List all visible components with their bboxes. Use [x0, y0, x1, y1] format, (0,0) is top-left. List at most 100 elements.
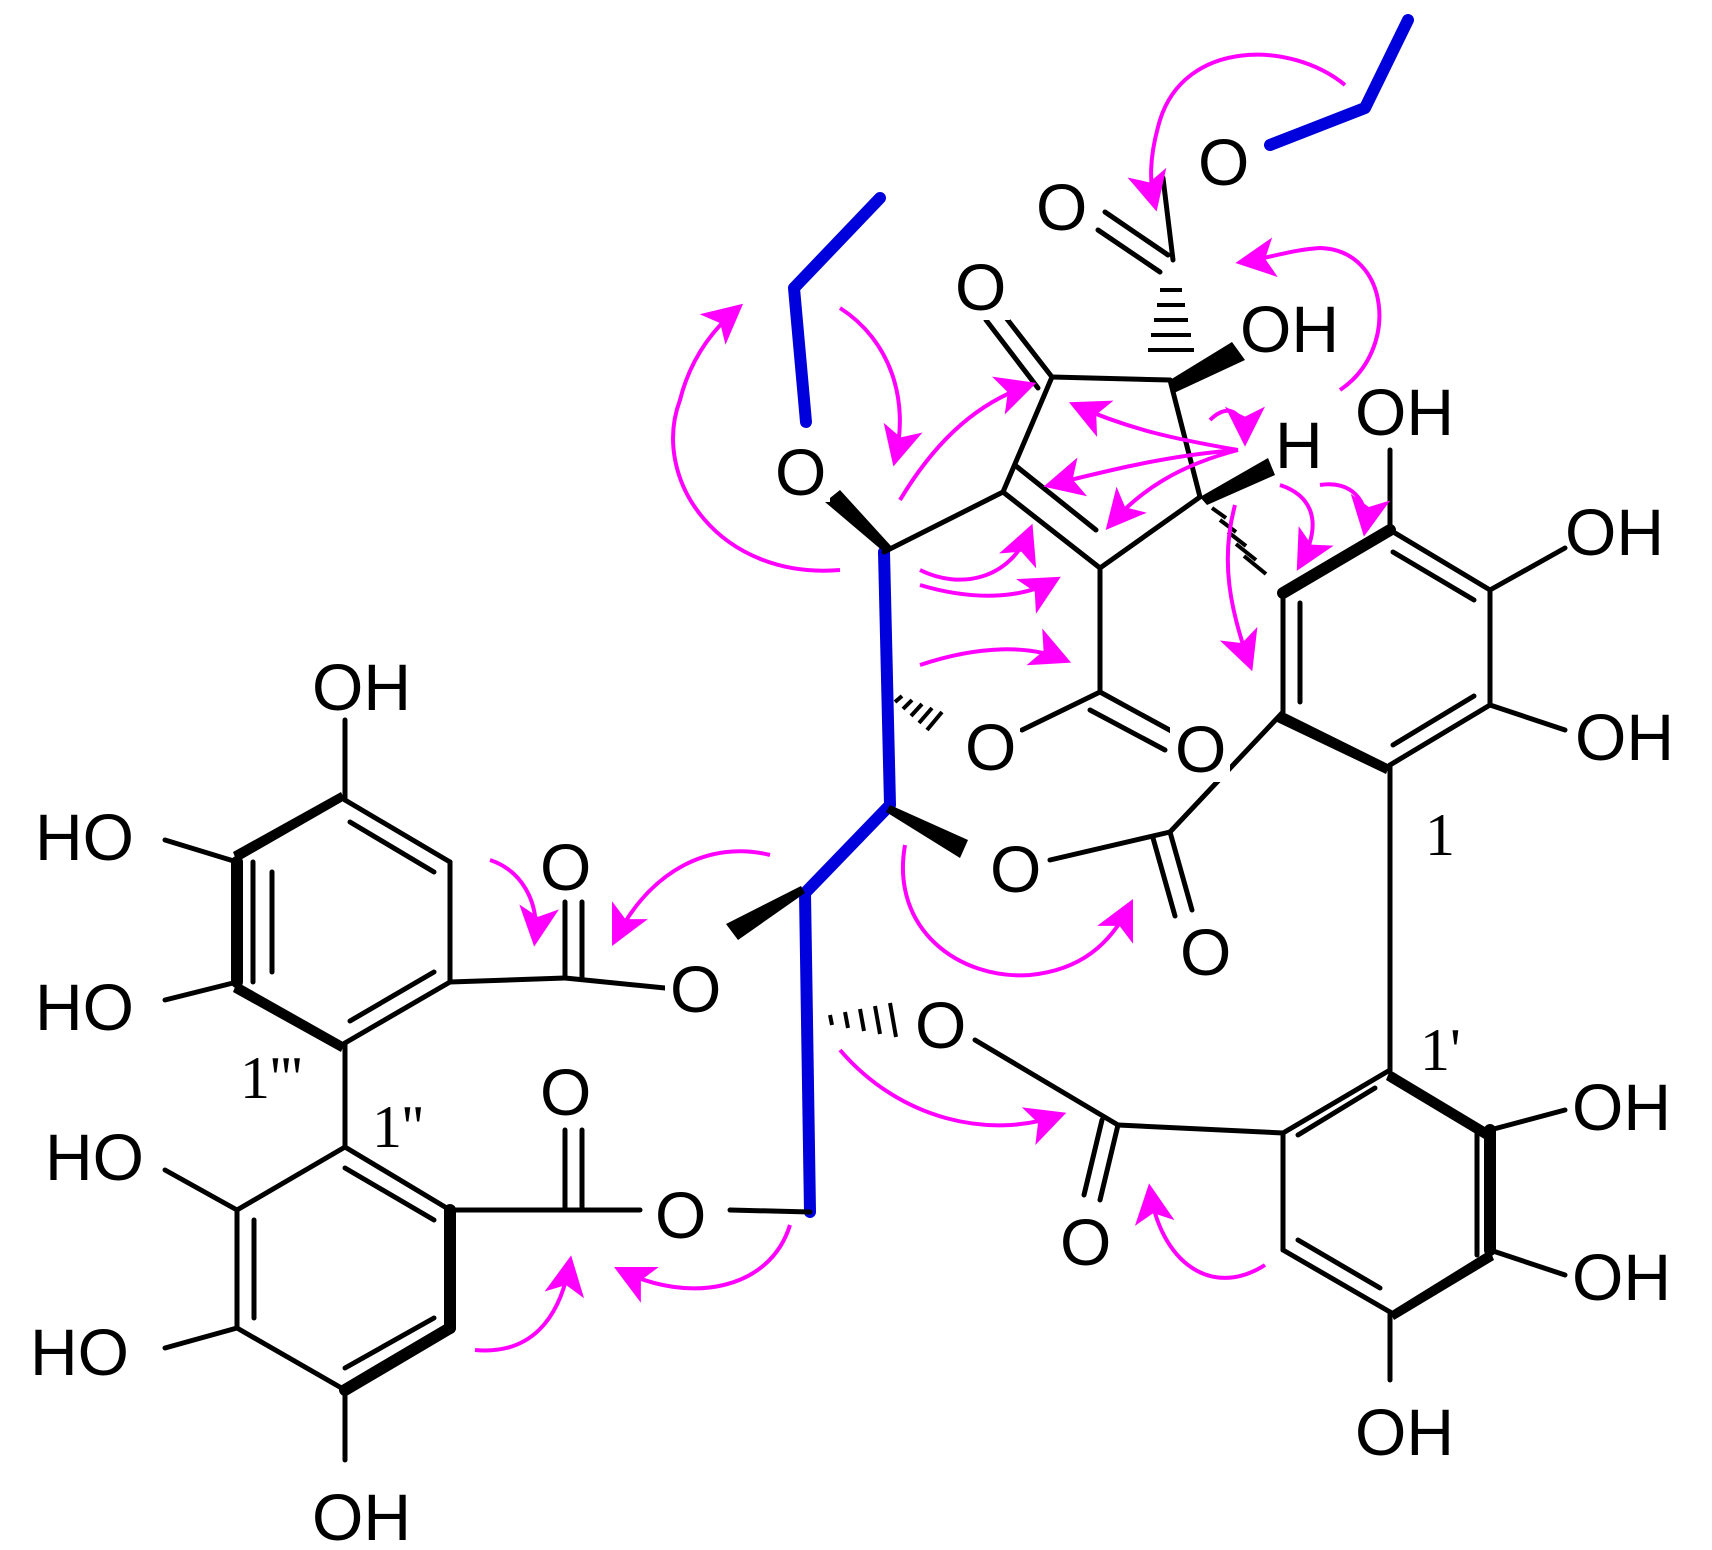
atom-o-carbonyl-c6: O	[540, 1055, 591, 1129]
bond	[1487, 545, 1568, 593]
wedge-bond	[1277, 712, 1390, 774]
atom-oh-ring-d-2: HO	[30, 1315, 129, 1389]
position-label-1-double-prime: 1''	[372, 1094, 424, 1160]
bond	[1102, 209, 1171, 258]
bond	[1097, 689, 1178, 736]
atom-o-ester-c6: O	[655, 1178, 706, 1252]
bond	[1390, 549, 1477, 603]
bond	[347, 819, 437, 875]
correlation-arrow	[1068, 400, 1239, 452]
bond	[1387, 702, 1493, 768]
bond	[1487, 1107, 1568, 1133]
atom-oh-ring-c-top: OH	[312, 650, 411, 724]
atom-oh-ring-d-3: OH	[312, 1480, 411, 1550]
atom-o-ester-c3: O	[990, 832, 1041, 906]
bond	[1081, 1117, 1105, 1198]
label-backdrop	[1190, 120, 1250, 190]
atom-oh-ring-b-1: OH	[1572, 1070, 1671, 1144]
atom-o-ester-c5: O	[915, 988, 966, 1062]
bond	[1387, 527, 1493, 593]
correlation-arrow	[901, 844, 1133, 978]
hash-segment	[828, 1014, 834, 1026]
bond	[162, 1167, 240, 1213]
bond	[1047, 829, 1173, 863]
ethyl-ester-chain	[1264, 14, 1414, 151]
bond	[234, 1144, 348, 1213]
hash-segment	[858, 1008, 866, 1032]
bond	[1487, 702, 1568, 733]
bond	[1097, 494, 1203, 571]
correlation-arrow	[612, 849, 771, 946]
atom-o-ether: O	[775, 435, 826, 509]
bond	[1013, 463, 1099, 533]
correlation-arrow	[838, 1048, 1067, 1146]
label-backdrop	[960, 710, 1020, 780]
bond	[162, 979, 240, 1003]
correlation-arrow	[489, 858, 559, 947]
atom-o-carbonyl-c5: O	[1060, 1205, 1111, 1279]
hash-segment	[843, 1011, 850, 1029]
bond	[727, 1207, 813, 1215]
hash-segment	[873, 1005, 882, 1035]
wedge-bond	[1386, 1070, 1490, 1140]
correlation-arrows	[474, 52, 1391, 1353]
correlation-arrow	[919, 576, 1061, 614]
bond	[1160, 175, 1176, 263]
bond	[972, 1037, 1121, 1128]
bond	[1390, 693, 1477, 748]
bond	[162, 837, 240, 865]
atom-o-lactone-carbonyl: O	[1175, 712, 1226, 786]
bond	[347, 969, 437, 1024]
correlation-arrow	[1319, 482, 1391, 537]
bold-bond	[1277, 524, 1396, 599]
bond	[162, 1325, 240, 1351]
atom-oh-ring-d-1: HO	[45, 1120, 144, 1194]
correlation-arrow	[614, 1224, 792, 1303]
bond	[1087, 707, 1168, 753]
bond	[983, 317, 1041, 391]
correlation-arrow	[1127, 52, 1347, 212]
position-label-1: 1	[1425, 802, 1455, 868]
bond	[1000, 489, 1103, 571]
bond	[997, 307, 1055, 380]
correlation-arrow	[671, 303, 841, 573]
atom-oh-ring-c-low: HO	[35, 970, 134, 1044]
hash-segment	[917, 706, 934, 725]
correlation-arrow	[1134, 1183, 1267, 1280]
atom-o-carbonyl-c4: O	[540, 830, 591, 904]
bond	[342, 797, 453, 865]
correlation-arrow	[474, 1255, 585, 1353]
bond	[1280, 1067, 1393, 1136]
label-backdrop	[650, 1178, 710, 1248]
atom-o-carbonyl-c3: O	[1180, 915, 1231, 989]
wedge-bond	[825, 490, 891, 552]
hash-segment	[909, 702, 924, 718]
hash-segment	[1242, 554, 1268, 576]
bond	[342, 1165, 437, 1223]
correlation-arrow	[898, 376, 1037, 502]
label-backdrop	[665, 950, 725, 1020]
wedge-bond	[726, 886, 805, 940]
atom-o-carbonyl-top: O	[1036, 170, 1087, 244]
wedge-bond	[1390, 1250, 1494, 1320]
atom-oh-quaternary: OH	[1240, 292, 1339, 366]
bond	[342, 1144, 453, 1213]
bond	[342, 1315, 437, 1371]
hash-segment	[1234, 542, 1258, 562]
atom-oh-ring-a-top: OH	[1355, 375, 1454, 449]
bond	[234, 1325, 348, 1393]
bond	[881, 489, 1006, 555]
wedge-bond	[886, 805, 968, 858]
ethoxy-chain	[788, 192, 886, 428]
atom-oh-ring-a-mid: OH	[1565, 495, 1664, 569]
label-backdrop	[1030, 168, 1090, 238]
atom-o-lactone-ring: O	[965, 710, 1016, 784]
hash-segment	[1210, 506, 1228, 520]
bond	[1049, 374, 1173, 383]
correlation-arrow	[838, 306, 923, 467]
correlation-arrow	[1043, 448, 1239, 497]
bond	[1487, 1247, 1568, 1278]
bond	[1167, 829, 1195, 913]
label-backdrop	[985, 830, 1045, 900]
